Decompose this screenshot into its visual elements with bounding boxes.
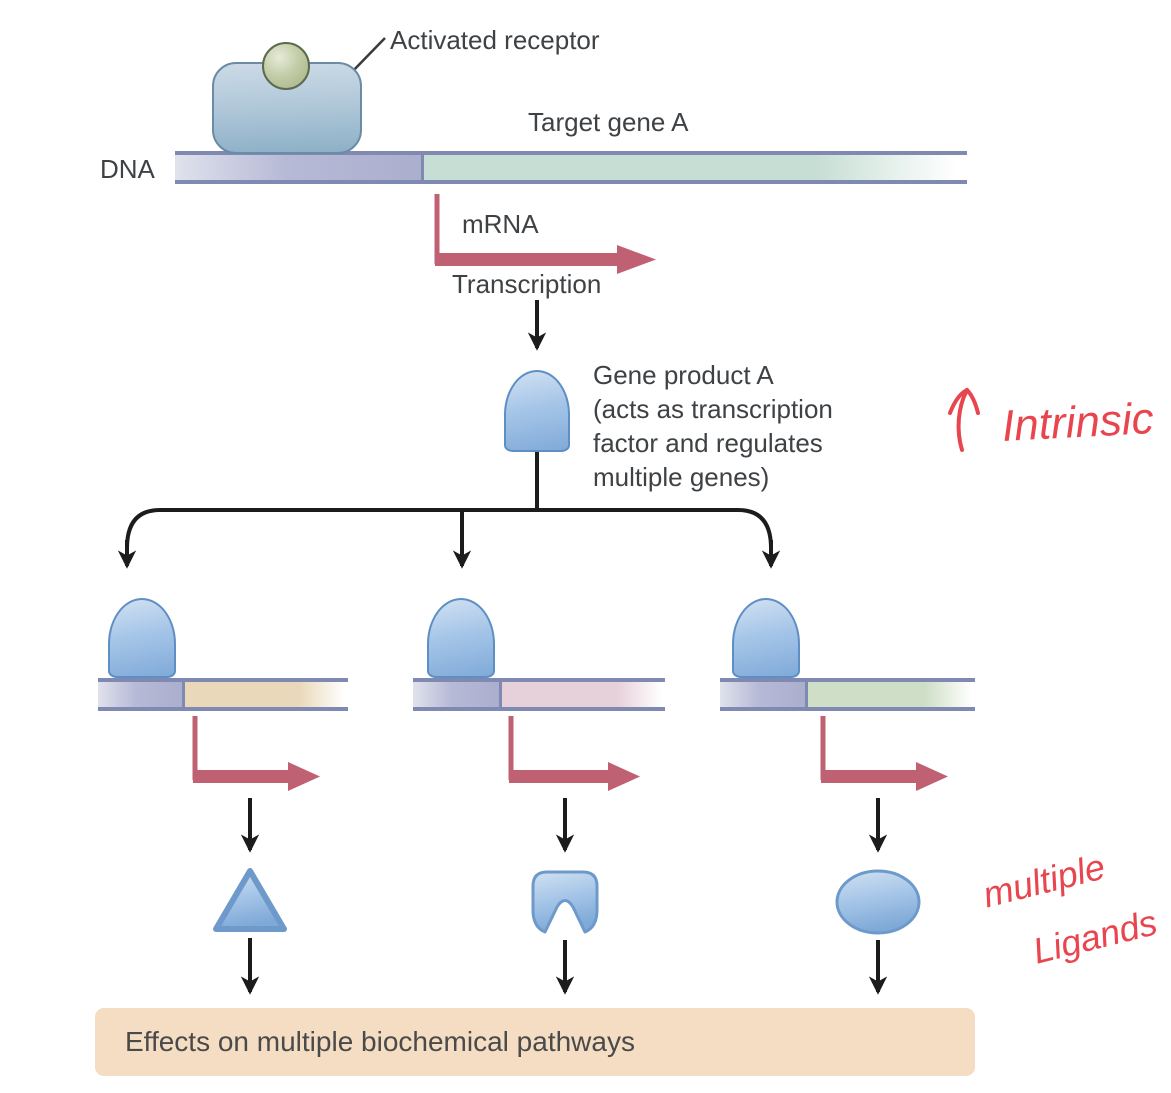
dna-regulatory-segment: [98, 682, 182, 707]
gene-product-caption: Gene product A (acts as transcription fa…: [593, 358, 833, 494]
dna-bar-gene-3: [720, 678, 975, 711]
gene-product-caption-line: factor and regulates: [593, 428, 823, 458]
transcription-factor-on-gene-2: [427, 598, 495, 678]
ligand-ball-icon: [262, 42, 310, 90]
dna-segment-divider: [182, 682, 185, 707]
dna-segment-divider: [805, 682, 808, 707]
activated-receptor-label: Activated receptor: [390, 25, 600, 55]
transcription-factor-on-gene-3: [732, 598, 800, 678]
dna-bar-gene-2: [413, 678, 665, 711]
dna-bar-gene-1: [98, 678, 348, 711]
gene-2-transcription-arrow-icon: [509, 762, 640, 791]
transcription-label: Transcription: [452, 269, 602, 299]
gene-2-segment: [502, 682, 665, 707]
gene-3-segment: [808, 682, 975, 707]
gene-1-transcription-arrow-icon: [193, 762, 320, 791]
gene-product-caption-line: multiple genes): [593, 462, 770, 492]
product-3-oval-icon: [835, 869, 921, 935]
dna-regulatory-segment: [720, 682, 805, 707]
receptor-leader-line: [349, 37, 386, 75]
handwritten-intrinsic-note: Intrinsic: [1000, 394, 1155, 451]
dna-segment-divider: [499, 682, 502, 707]
gene-1-segment: [185, 682, 348, 707]
gene-3-transcription-arrow-icon: [821, 762, 948, 791]
gene-product-caption-line: Gene product A: [593, 360, 774, 390]
target-gene-a-segment: [424, 155, 967, 180]
dna-regulatory-segment: [175, 155, 421, 180]
branch-connector: [125, 452, 773, 549]
dna-bar-main: [175, 151, 967, 184]
up-arrow-icon: [948, 388, 980, 452]
mrna-label: mRNA: [462, 209, 539, 239]
dna-segment-divider: [421, 155, 424, 180]
effects-bar-label: Effects on multiple biochemical pathways: [125, 1026, 635, 1057]
dna-label: DNA: [100, 154, 155, 184]
effects-bar: Effects on multiple biochemical pathways: [95, 1008, 975, 1076]
product-1-triangle-icon: [213, 868, 287, 932]
product-2-notched-square-icon: [531, 870, 599, 934]
target-gene-a-label: Target gene A: [528, 107, 689, 137]
mrna-arrow-icon: [435, 245, 656, 274]
gene-product-a-shape: [504, 370, 570, 452]
transcription-factor-on-gene-1: [108, 598, 176, 678]
dna-regulatory-segment: [413, 682, 499, 707]
gene-product-caption-line: (acts as transcription: [593, 394, 833, 424]
